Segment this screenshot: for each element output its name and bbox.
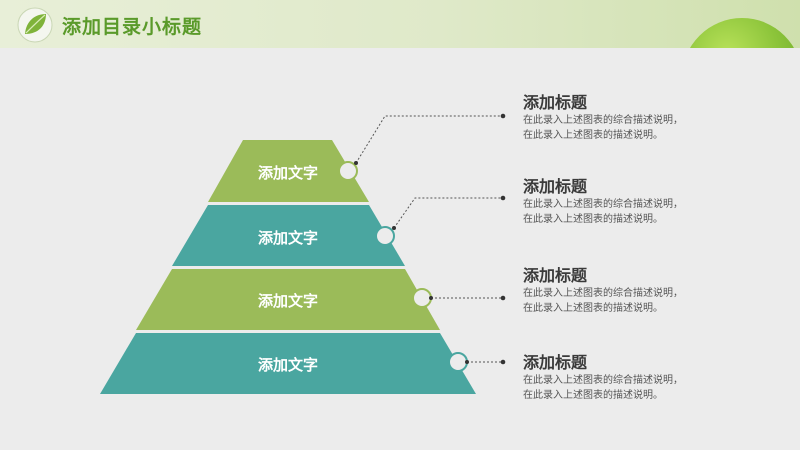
description-line: 在此录入上述图表的描述说明。: [523, 303, 663, 314]
header-bar: 添加目录小标题: [0, 0, 800, 48]
pyramid-tier-2: [172, 205, 405, 266]
description-line: 在此录入上述图表的综合描述说明，: [523, 375, 683, 386]
pyramid-tier-3: [136, 269, 440, 330]
pyramid-tier-2-label: 添加文字: [257, 229, 318, 247]
connector-1: [338, 113, 506, 181]
description-title: 添加标题: [523, 353, 588, 372]
description-line: 在此录入上述图表的描述说明。: [523, 390, 663, 401]
description-title: 添加标题: [523, 93, 588, 112]
pyramid-tier-1-label: 添加文字: [257, 164, 318, 182]
pyramid-tier-4: [100, 333, 476, 394]
description-line: 在此录入上述图表的综合描述说明，: [523, 199, 683, 210]
description-block-2: 添加标题 在此录入上述图表的综合描述说明， 在此录入上述图表的描述说明。: [523, 177, 753, 227]
connector-4: [448, 352, 506, 372]
page-title: 添加目录小标题: [62, 16, 203, 38]
description-block-3: 添加标题 在此录入上述图表的综合描述说明， 在此录入上述图表的描述说明。: [523, 266, 753, 316]
description-line: 在此录入上述图表的综合描述说明，: [523, 288, 683, 299]
connector-3: [412, 288, 506, 308]
pyramid-tier-1: [208, 140, 369, 202]
description-title: 添加标题: [523, 266, 588, 285]
pyramid-tier-3-label: 添加文字: [257, 292, 318, 310]
leaf-icon: [17, 7, 53, 43]
description-line: 在此录入上述图表的描述说明。: [523, 214, 663, 225]
pyramid-tier-4-label: 添加文字: [257, 356, 318, 374]
description-line: 在此录入上述图表的综合描述说明，: [523, 115, 683, 126]
description-line: 在此录入上述图表的描述说明。: [523, 130, 663, 141]
description-block-1: 添加标题 在此录入上述图表的综合描述说明， 在此录入上述图表的描述说明。: [523, 93, 753, 143]
description-title: 添加标题: [523, 177, 588, 196]
description-block-4: 添加标题 在此录入上述图表的综合描述说明， 在此录入上述图表的描述说明。: [523, 353, 753, 403]
connector-2: [375, 195, 506, 246]
